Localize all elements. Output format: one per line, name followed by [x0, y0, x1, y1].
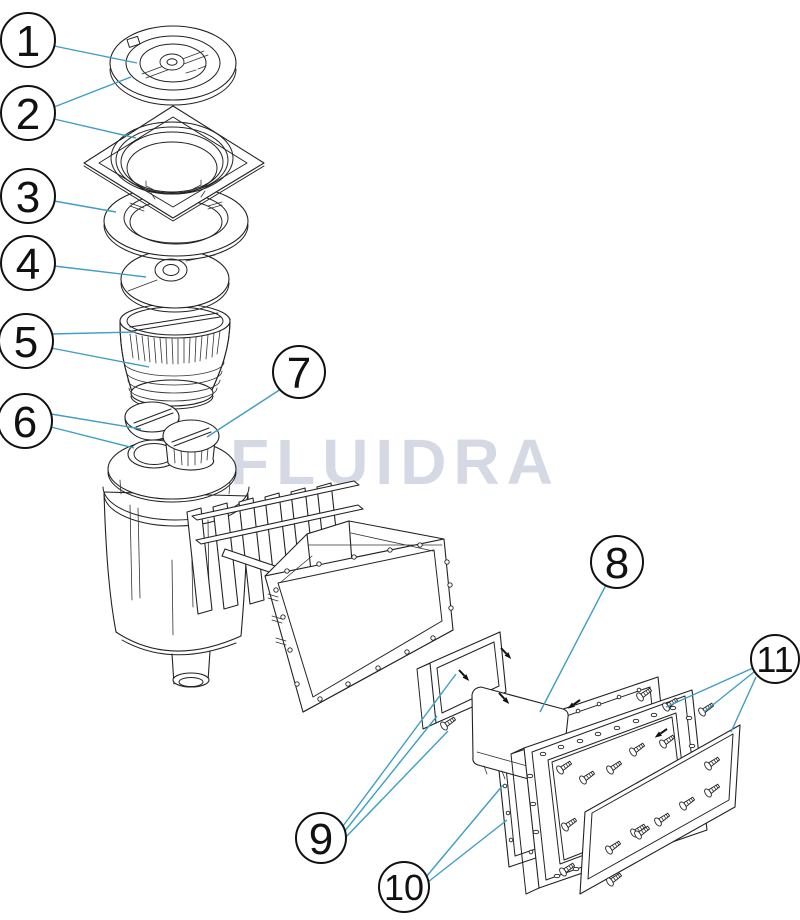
callout-8: 8	[590, 535, 644, 589]
callout-11-label: 11	[756, 639, 793, 680]
callout-9: 9	[295, 812, 347, 864]
drain-caps-drawing	[124, 401, 220, 471]
callout-7-label: 7	[287, 349, 311, 398]
basket-mesh	[123, 330, 225, 402]
callout-10-label: 10	[384, 867, 424, 908]
callout-3: 3	[0, 168, 56, 224]
callout-6-label: 6	[13, 398, 37, 447]
square-frame-drawing	[83, 105, 265, 222]
strainer-basket-drawing	[119, 303, 231, 410]
skimmer-throat-drawing	[264, 520, 454, 713]
leader-lines	[50, 45, 757, 883]
fluidra-watermark: FLUIDRA	[230, 426, 560, 498]
callout-8-label: 8	[605, 539, 629, 588]
callout-9-label: 9	[309, 815, 333, 864]
callout-9-circle	[295, 812, 347, 864]
callout-3-label: 3	[16, 173, 40, 222]
callout-2: 2	[0, 85, 56, 141]
callout-5: 5	[0, 313, 54, 369]
top-cover-drawing	[109, 25, 237, 106]
callout-11-circle	[750, 634, 800, 684]
callout-10: 10	[378, 861, 430, 913]
callout-2-circle	[0, 85, 56, 141]
callout-1: 1	[0, 12, 56, 68]
callout-4-label: 4	[16, 240, 40, 289]
callout-2-label: 2	[16, 90, 40, 139]
callout-4-circle	[0, 235, 56, 291]
mounting-ring-drawing	[103, 185, 249, 261]
inner-lid-drawing	[120, 249, 230, 313]
callout-7: 7	[272, 345, 326, 399]
callout-7-circle	[272, 345, 326, 399]
callout-1-circle	[0, 12, 56, 68]
callout-5-label: 5	[14, 318, 38, 367]
callout-6: 6	[0, 393, 53, 449]
callout-5-circle	[0, 313, 54, 369]
callout-1-label: 1	[16, 17, 40, 66]
throat-flange-screw-holes	[273, 542, 454, 702]
callout-6-circle	[0, 393, 53, 449]
callout-4: 4	[0, 235, 56, 291]
trim-frame-drawing	[579, 724, 741, 895]
callout-8-circle	[590, 535, 644, 589]
callout-11: 11	[750, 634, 800, 684]
callout-3-circle	[0, 168, 56, 224]
callout-10-circle	[378, 861, 430, 913]
